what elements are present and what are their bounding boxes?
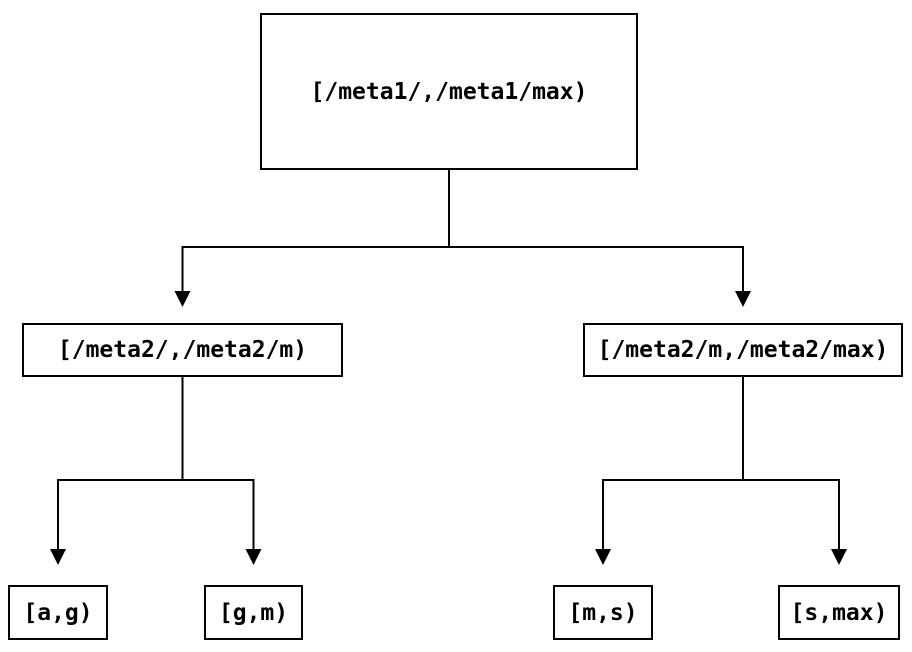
node-meta2-lower-range: [/meta2/,/meta2/m) bbox=[22, 323, 343, 377]
arrowhead-down-icon bbox=[174, 291, 191, 307]
arrowhead-down-icon bbox=[595, 549, 611, 565]
node-leaf-range-ag: [a,g) bbox=[8, 585, 108, 640]
node-leaf-range-ms: [m,s) bbox=[553, 585, 653, 640]
arrowhead-down-icon bbox=[735, 291, 751, 307]
node-leaf-range-smax: [s,max) bbox=[778, 585, 900, 640]
arrowhead-down-icon bbox=[245, 549, 262, 565]
node-root-range: [/meta1/,/meta1/max) bbox=[260, 13, 638, 170]
arrowhead-down-icon bbox=[831, 549, 847, 565]
node-meta2-upper-range: [/meta2/m,/meta2/max) bbox=[583, 323, 903, 377]
node-leaf-range-gm: [g,m) bbox=[204, 585, 303, 640]
arrowhead-down-icon bbox=[50, 549, 66, 565]
